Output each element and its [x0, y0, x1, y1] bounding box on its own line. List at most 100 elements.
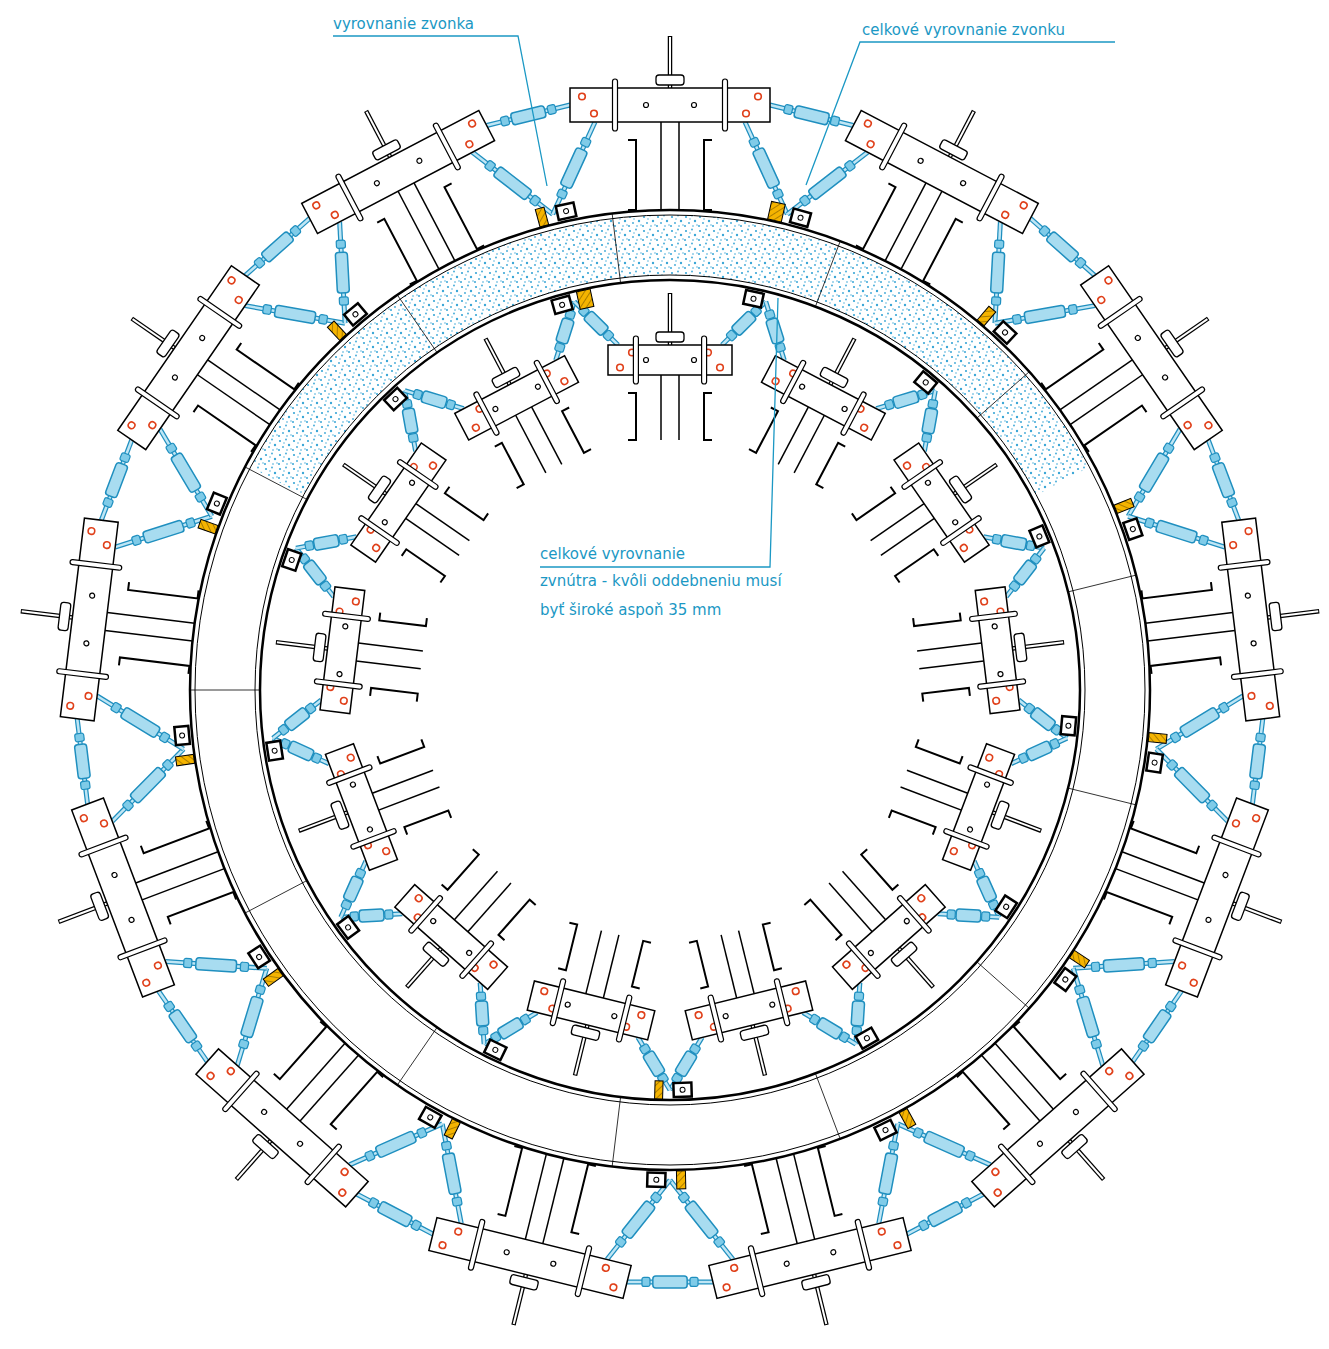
waler-beam [609, 1283, 617, 1291]
turnbuckle [1023, 702, 1035, 714]
turnbuckle [991, 297, 1000, 305]
waler-beam [889, 810, 936, 834]
alignment-shim [179, 733, 184, 738]
turnbuckle [105, 462, 128, 498]
waler-beam [402, 549, 445, 582]
waler-beam [117, 937, 167, 960]
waler-beam [743, 110, 750, 117]
alignment-shim [248, 946, 270, 969]
turnbuckle [1018, 752, 1029, 764]
turnbuckle [816, 1017, 843, 1040]
waler-beam [843, 871, 886, 920]
waler-beam [358, 515, 400, 546]
waler-beam [358, 643, 423, 651]
waler-beam [1060, 360, 1132, 410]
waler-beam [992, 624, 998, 630]
turnbuckle [684, 1200, 719, 1239]
turnbuckle [94, 691, 187, 754]
turnbuckle [475, 1001, 489, 1026]
waler-beam [466, 949, 473, 956]
waler-beam [499, 900, 536, 940]
callout-note: celkové vyrovnanie [540, 540, 685, 569]
turnbuckle [163, 1001, 175, 1013]
waler-beam [943, 828, 990, 850]
waler-beam [171, 374, 178, 381]
waler-beam [468, 119, 477, 128]
waler-beam [75, 236, 332, 499]
waler-beam [454, 1228, 462, 1236]
turnbuckle [1012, 314, 1021, 324]
waler-beam [1252, 814, 1261, 823]
waler-beam [1041, 343, 1103, 389]
waler-beam [142, 978, 151, 987]
waler-beam [829, 883, 872, 932]
turnbuckle [653, 1276, 687, 1288]
alignment-shim [1036, 533, 1043, 540]
alignment-shim [882, 1127, 889, 1134]
turnbuckle [359, 909, 384, 922]
alignment-shim [1062, 976, 1069, 983]
alignment-shim [797, 215, 803, 221]
waler-beam [313, 633, 326, 662]
waler-beam [297, 1140, 304, 1147]
alignment-shim [856, 1028, 879, 1049]
turnbuckle [639, 1043, 651, 1055]
waler-beam [23, 767, 257, 1016]
waler-beam [867, 949, 874, 956]
waler-beam [429, 1218, 631, 1299]
turnbuckle [313, 534, 339, 550]
waler-beam [591, 110, 598, 117]
turnbuckle [965, 1150, 976, 1161]
turnbuckle [803, 1013, 856, 1045]
waler-beam [1266, 702, 1273, 709]
turnbuckle [740, 120, 793, 217]
waler-beam [300, 1055, 358, 1121]
turnbuckle [1212, 462, 1235, 498]
turnbuckle [1128, 516, 1225, 547]
waler-beam [917, 157, 924, 164]
waler-beam [980, 598, 987, 605]
waler-beam [799, 383, 806, 390]
waler-beam [495, 443, 524, 488]
waler-beam [633, 336, 638, 384]
alignment-shim [327, 321, 346, 340]
alignment-shim [344, 303, 367, 325]
turnbuckle [101, 440, 131, 520]
turnbuckle [992, 534, 1002, 544]
turnbuckle [287, 740, 314, 761]
turnbuckle [1074, 985, 1085, 995]
alignment-shim [914, 371, 937, 393]
waler-beam [995, 1043, 1053, 1109]
alignment-shim [768, 201, 786, 222]
alignment-shim [344, 303, 367, 325]
waler-beam [943, 744, 1015, 871]
turnbuckle [335, 859, 371, 920]
turnbuckle [844, 160, 856, 172]
waler-beam [919, 661, 984, 669]
turnbuckle [607, 1180, 670, 1259]
alignment-shim [1069, 950, 1089, 967]
turnbuckle [354, 1189, 436, 1240]
waler-beam [416, 157, 423, 164]
turnbuckle [341, 861, 366, 917]
alignment-shim [680, 1087, 685, 1092]
turnbuckle [377, 1201, 413, 1228]
turnbuckle [75, 733, 85, 742]
turnbuckle [183, 958, 192, 968]
turnbuckle [269, 695, 325, 743]
alignment-shim [790, 209, 811, 227]
waler-beam [154, 961, 163, 970]
waler-beam [459, 940, 495, 979]
alignment-shim [337, 916, 359, 939]
waler-beam [128, 917, 134, 923]
turnbuckle [338, 534, 348, 544]
waler-beam [739, 931, 755, 994]
alignment-shim [556, 202, 577, 219]
turnbuckle [1030, 218, 1094, 275]
turnbuckle [772, 188, 784, 199]
turnbuckle [1001, 544, 1048, 600]
turnbuckle [529, 195, 541, 207]
waler-beam [148, 420, 157, 429]
turnbuckle [446, 399, 456, 410]
waler-beam [58, 602, 71, 631]
